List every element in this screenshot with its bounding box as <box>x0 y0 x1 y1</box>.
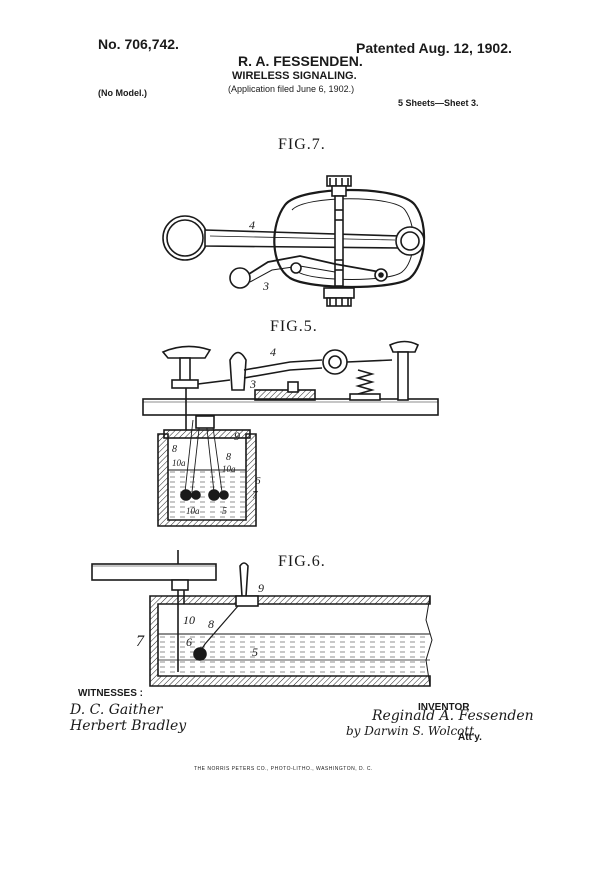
attorney-signature: by Darwin S. Wolcott <box>346 724 475 738</box>
model-note: (No Model.) <box>98 88 147 98</box>
fig7-ref-3: 3 <box>262 279 269 293</box>
fig5-ref-8a: 8 <box>172 444 177 455</box>
fig6-ref-9: 9 <box>258 581 264 595</box>
fig5-ref-10a-left: 10a <box>172 458 186 468</box>
fig6-ref-8: 8 <box>208 617 214 631</box>
witness-signature-1: D. C. Gaither <box>70 702 163 718</box>
witness-signature-2: Herbert Bradley <box>70 718 187 734</box>
fig6-ref-10: 10 <box>183 613 195 627</box>
fig7-label: FIG.7. <box>278 136 326 153</box>
patent-date: Patented Aug. 12, 1902. <box>356 40 512 56</box>
attorney-label: Att'y. <box>458 732 482 743</box>
inventor-label: INVENTOR <box>418 702 470 713</box>
fig6-label: FIG.6. <box>278 553 326 570</box>
inventor-name: R. A. FESSENDEN. <box>238 53 363 69</box>
fig5-drawing: 4 3 8 9 10a 8 10a 6 7 10a 5 <box>142 340 439 527</box>
fig5-ref-7: 7 <box>252 489 258 501</box>
fig6-ref-5: 5 <box>252 645 258 659</box>
fig5-ref-10a-right: 10a <box>222 464 236 474</box>
fig5-label: FIG.5. <box>270 318 318 335</box>
fig5-ref-6: 6 <box>255 475 261 487</box>
patent-number: No. 706,742. <box>98 36 179 52</box>
fig6-drawing: 9 8 10 7 6 5 <box>91 550 433 687</box>
sheet-count: 5 Sheets—Sheet 3. <box>398 98 479 108</box>
fig6-ref-6: 6 <box>186 635 192 649</box>
printer-credit: THE NORRIS PETERS CO., PHOTO-LITHO., WAS… <box>194 766 373 772</box>
fig7-drawing: 4 3 <box>162 175 426 307</box>
fig7-ref-4: 4 <box>249 218 255 232</box>
fig5-ref-5: 5 <box>222 506 227 517</box>
patent-title: WIRELESS SIGNALING. <box>232 70 357 82</box>
fig6-ref-7: 7 <box>136 633 145 650</box>
inventor-signature: Reginald A. Fessenden <box>372 708 534 724</box>
application-date: (Application filed June 6, 1902.) <box>228 84 355 94</box>
fig5-ref-4: 4 <box>270 345 276 359</box>
witnesses-label: WITNESSES : <box>78 688 144 699</box>
fig5-ref-8b: 8 <box>226 452 231 463</box>
fig5-ref-3: 3 <box>249 377 256 391</box>
fig5-ref-9: 9 <box>234 429 240 443</box>
fig5-ref-10a-bottom: 10a <box>186 506 200 516</box>
